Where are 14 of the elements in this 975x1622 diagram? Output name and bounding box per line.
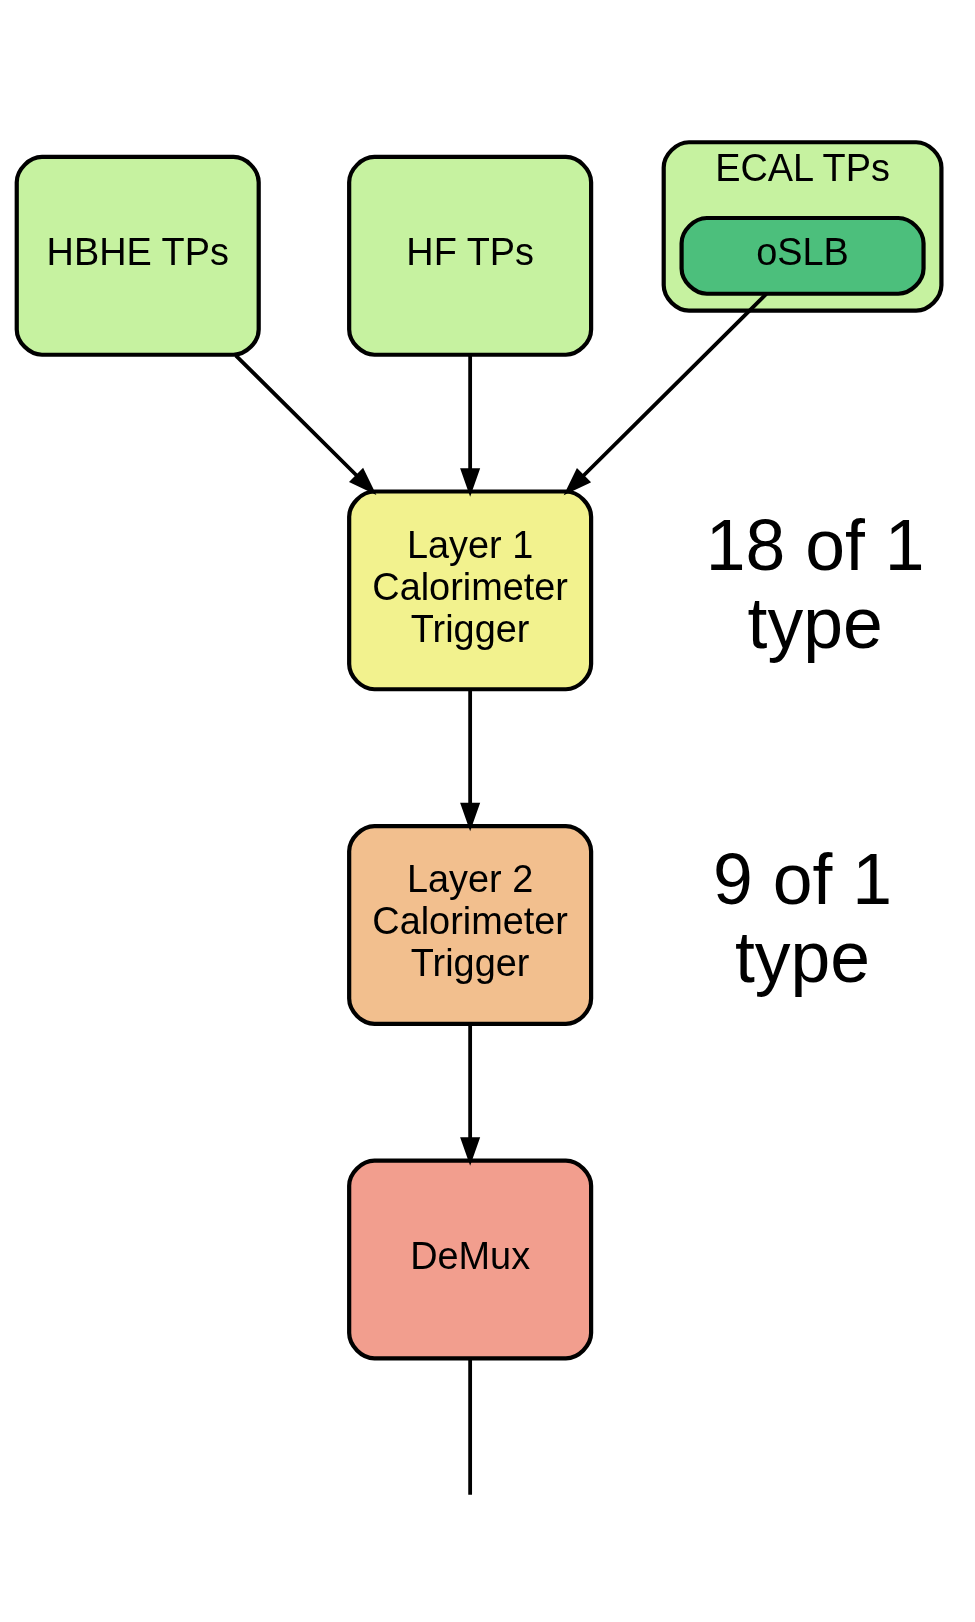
arrow <box>563 292 768 496</box>
node-box: HF TPs <box>347 154 594 357</box>
node-box: Layer 1 Calorimeter Trigger <box>347 489 594 692</box>
arrow <box>460 355 481 497</box>
node-label: 18 of 1 type <box>705 504 925 663</box>
node-box: DeMux <box>347 1158 594 1361</box>
connector <box>468 1358 473 1495</box>
node-box: oSLB <box>679 215 926 296</box>
node-box: Layer 2 Calorimeter Trigger <box>347 823 594 1026</box>
arrow <box>460 689 481 832</box>
arrow <box>460 1024 481 1166</box>
arrow <box>234 353 377 496</box>
node-box: HBHE TPs <box>14 154 261 357</box>
node-label: 9 of 1 type <box>713 839 893 998</box>
